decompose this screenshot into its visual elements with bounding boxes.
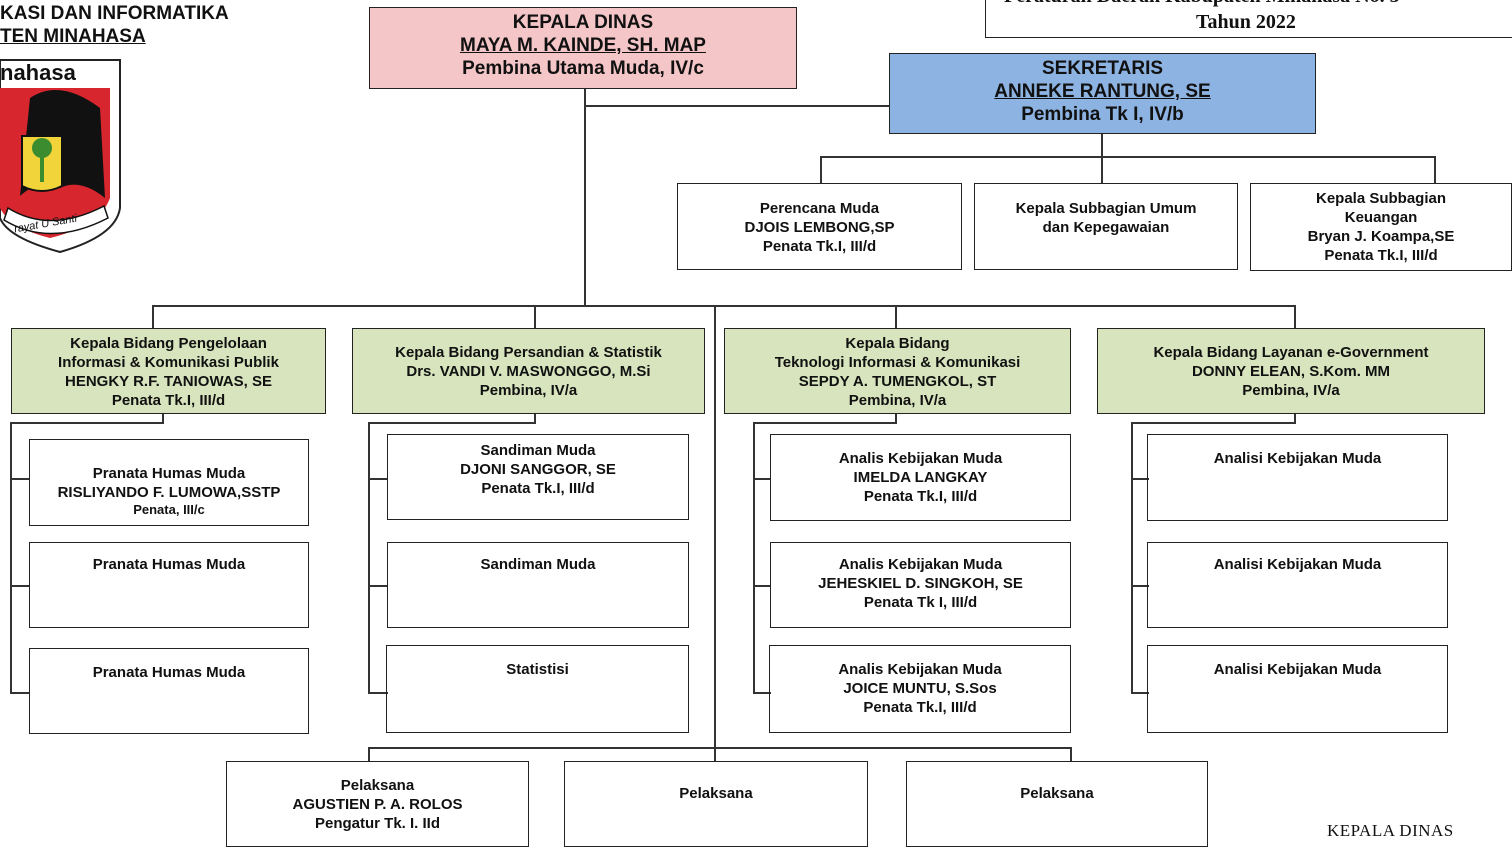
staff-box: Pranata Humas Muda RISLIYANDO F. LUMOWA,…: [29, 439, 309, 526]
head-rank: Pembina Utama Muda, IV/c: [462, 58, 704, 79]
staff-line: Analis Kebijakan Muda: [838, 556, 1003, 573]
sub-unit-line: DJOIS LEMBONG,SP: [744, 219, 895, 236]
division-line: DONNY ELEAN, S.Kom. MM: [1191, 363, 1391, 380]
division-information-technology: Kepala Bidang Teknologi Informasi & Komu…: [724, 328, 1071, 414]
staff-line: Penata Tk.I, III/d: [481, 480, 595, 497]
staff-line: Analis Kebijakan Muda: [838, 661, 1002, 678]
secretary-box: SEKRETARIS ANNEKE RANTUNG, SE Pembina Tk…: [889, 53, 1316, 134]
logo-top-text: nahasa: [0, 60, 77, 85]
sub-unit-finance: Kepala Subbagian Keuangan Bryan J. Koamp…: [1250, 183, 1512, 271]
minahasa-logo: nahasa rayat U Santi: [0, 58, 124, 256]
staff-box: Statistisi: [386, 645, 689, 733]
staff-line: RISLIYANDO F. LUMOWA,SSTP: [57, 484, 281, 501]
sub-unit-line: Keuangan: [1344, 209, 1418, 226]
executor-line: AGUSTIEN P. A. ROLOS: [292, 796, 463, 813]
staff-line: Statistisi: [506, 661, 569, 678]
sub-unit-line: dan Kepegawaian: [1042, 219, 1170, 236]
sub-unit-line: Kepala Subbagian Umum: [1015, 200, 1197, 217]
staff-line: Pranata Humas Muda: [92, 556, 246, 573]
division-public-information: Kepala Bidang Pengelolaan Informasi & Ko…: [11, 328, 326, 414]
executor-line: Pelaksana: [679, 785, 753, 802]
staff-box: Analis Kebijakan Muda JOICE MUNTU, S.Sos…: [769, 645, 1071, 733]
staff-line: Analis Kebijakan Muda: [838, 450, 1003, 467]
staff-line: Sandiman Muda: [480, 442, 596, 459]
division-line: Pembina, IV/a: [479, 382, 578, 399]
staff-box: Pranata Humas Muda: [29, 542, 309, 628]
staff-box: Analisi Kebijakan Muda: [1147, 645, 1448, 733]
secretary-name: ANNEKE RANTUNG, SE: [994, 81, 1211, 102]
executor-line: Pelaksana: [340, 777, 415, 794]
staff-line: Analisi Kebijakan Muda: [1213, 556, 1382, 573]
sub-unit-line: Penata Tk.I, III/d: [762, 238, 877, 255]
regulation-box: Peraturan Daerah Kabupaten Minahasa No. …: [985, 0, 1512, 38]
sub-unit-general-affairs: Kepala Subbagian Umum dan Kepegawaian: [974, 183, 1238, 270]
executor-line: Pelaksana: [1020, 785, 1094, 802]
staff-box: Analisi Kebijakan Muda: [1147, 434, 1448, 521]
division-egovernment: Kepala Bidang Layanan e-Government DONNY…: [1097, 328, 1485, 414]
division-line: Informasi & Komunikasi Publik: [58, 354, 279, 371]
division-line: Kepala Bidang Persandian & Statistik: [395, 344, 662, 361]
staff-line: Penata Tk.I, III/d: [863, 699, 977, 716]
secretary-title: SEKRETARIS: [1041, 58, 1164, 79]
staff-line: JOICE MUNTU, S.Sos: [843, 680, 997, 697]
sub-unit-planner: Perencana Muda DJOIS LEMBONG,SP Penata T…: [677, 183, 962, 270]
staff-box: Sandiman Muda: [387, 542, 689, 628]
division-line: Kepala Bidang: [845, 335, 950, 352]
staff-box: Sandiman Muda DJONI SANGGOR, SE Penata T…: [387, 434, 689, 520]
head-title: KEPALA DINAS: [512, 12, 654, 33]
regulation-line2: Tahun 2022: [1196, 11, 1296, 33]
office-name-line2: TEN MINAHASA: [0, 26, 146, 47]
staff-line: DJONI SANGGOR, SE: [460, 461, 616, 478]
sub-unit-line: Penata Tk.I, III/d: [1324, 247, 1438, 264]
executor-box: Pelaksana: [906, 761, 1208, 847]
staff-box: Analis Kebijakan Muda JEHESKIEL D. SINGK…: [770, 542, 1071, 628]
division-line: Kepala Bidang Pengelolaan: [70, 335, 267, 352]
staff-line: Analisi Kebijakan Muda: [1213, 450, 1382, 467]
division-line: HENGKY R.F. TANIOWAS, SE: [65, 373, 272, 390]
division-line: Drs. VANDI V. MASWONGGO, M.Si: [406, 363, 651, 380]
staff-line: Analisi Kebijakan Muda: [1213, 661, 1382, 678]
staff-line: Penata Tk I, III/d: [863, 594, 978, 611]
signature-title: KEPALA DINAS: [1327, 821, 1454, 840]
division-line: Pembina, IV/a: [1242, 382, 1340, 399]
sub-unit-line: Bryan J. Koampa,SE: [1307, 228, 1455, 245]
staff-line: IMELDA LANGKAY: [853, 469, 988, 486]
executor-box: Pelaksana AGUSTIEN P. A. ROLOS Pengatur …: [226, 761, 529, 847]
staff-line: Pranata Humas Muda: [92, 664, 246, 681]
staff-box: Pranata Humas Muda: [29, 648, 309, 734]
division-line: Kepala Bidang Layanan e-Government: [1153, 344, 1429, 361]
executor-line: Pengatur Tk. I. IId: [314, 815, 441, 832]
division-line: Pembina, IV/a: [848, 392, 947, 409]
office-name-line1: KASI DAN INFORMATIKA: [0, 3, 229, 24]
division-encryption-statistics: Kepala Bidang Persandian & Statistik Drs…: [352, 328, 705, 414]
secretary-rank: Pembina Tk I, IV/b: [1021, 104, 1184, 125]
staff-box: Analisi Kebijakan Muda: [1147, 542, 1448, 628]
staff-line: Penata, III/c: [133, 502, 205, 517]
sub-unit-line: Kepala Subbagian: [1315, 190, 1447, 207]
sub-unit-line: Perencana Muda: [759, 200, 880, 217]
division-line: SEPDY A. TUMENGKOL, ST: [798, 373, 997, 390]
staff-line: JEHESKIEL D. SINGKOH, SE: [818, 575, 1023, 592]
staff-line: Pranata Humas Muda: [92, 465, 246, 482]
division-line: Teknologi Informasi & Komunikasi: [774, 354, 1021, 371]
regulation-line1: Peraturan Daerah Kabupaten Minahasa No. …: [1004, 0, 1400, 8]
staff-line: Sandiman Muda: [480, 556, 596, 573]
executor-box: Pelaksana: [564, 761, 868, 847]
head-name: MAYA M. KAINDE, SH. MAP: [460, 35, 706, 56]
staff-line: Penata Tk.I, III/d: [863, 488, 978, 505]
division-line: Penata Tk.I, III/d: [111, 392, 226, 409]
head-of-office-box: KEPALA DINAS MAYA M. KAINDE, SH. MAP Pem…: [369, 7, 797, 89]
staff-box: Analis Kebijakan Muda IMELDA LANGKAY Pen…: [770, 434, 1071, 521]
